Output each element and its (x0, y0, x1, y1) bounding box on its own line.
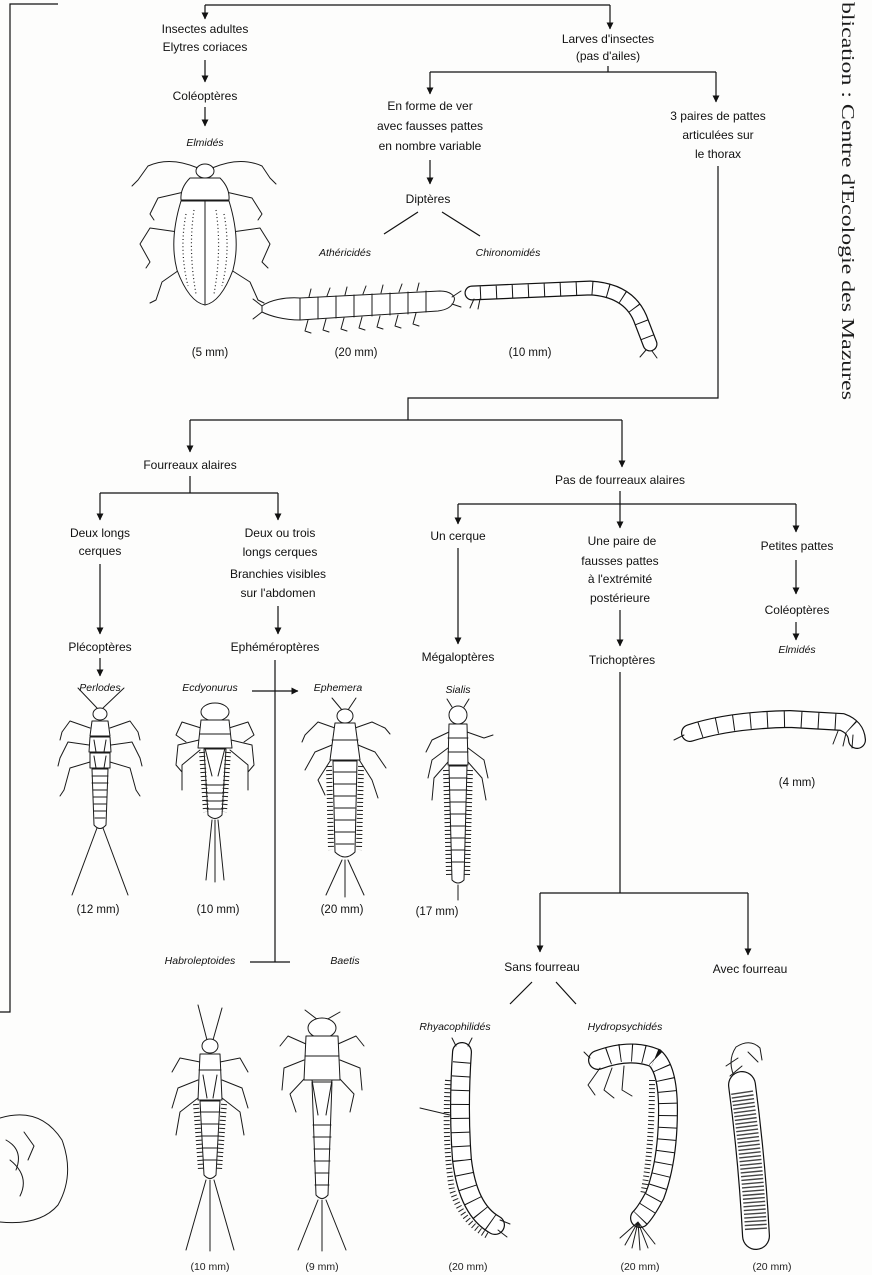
ephemera-nymph-drawing (302, 698, 390, 897)
chironomidae-label: Chironomidés (476, 247, 542, 259)
false-legs-criterion-line-4: postérieure (590, 591, 650, 605)
chironomidae-size-label: (10 mm) (509, 347, 552, 359)
sialis-label: Sialis (445, 684, 471, 696)
adults-size-label: (5 mm) (192, 347, 229, 359)
elmid-adult-drawing (132, 161, 276, 305)
hydropsychidae-label: Hydropsychidés (588, 1021, 663, 1033)
perlodes-label: Perlodes (79, 682, 121, 694)
one-cercus-label: Un cerque (430, 529, 486, 543)
rhyacophilidae-label: Rhyacophilidés (419, 1021, 491, 1033)
two-cerci-criterion-line-1: Deux longs (70, 526, 130, 540)
wing-pads-label: Fourreaux alaires (143, 458, 236, 472)
jointed-legs-criterion-line-2: articulées sur (682, 128, 753, 142)
two-three-cerci-criterion-line-3: Branchies visibles (230, 567, 326, 581)
worm-like-criterion-line-2: avec fausses pattes (377, 119, 483, 133)
cased-caddis-size-label: (20 mm) (752, 1261, 791, 1273)
elmid-larva-label: Elmidés (778, 644, 816, 656)
with-case-label: Avec fourreau (713, 962, 788, 976)
athericidae-label: Athéricidés (318, 247, 372, 259)
adults-order-label: Coléoptères (173, 89, 238, 103)
baetis-size-label: (9 mm) (305, 1261, 338, 1273)
jointed-legs-criterion-line-3: le thorax (695, 147, 741, 161)
cropped-figure-bottom-left (0, 1115, 68, 1223)
larvae-criterion-line-2: (pas d'ailes) (576, 49, 640, 63)
adults-family-label: Elmidés (186, 137, 224, 149)
jointed-legs-criterion-line-1: 3 paires de pattes (670, 109, 765, 123)
cased-caddis-drawing (726, 1043, 762, 1236)
sialis-larva-drawing (426, 699, 493, 900)
elmid-larva-size-label: (4 mm) (779, 777, 816, 789)
ephemeroptera-order-label: Ephéméroptères (231, 640, 320, 654)
small-legs-order-label: Coléoptères (765, 603, 830, 617)
false-legs-criterion-line-1: Une paire de (588, 534, 657, 548)
ephemera-size-label: (20 mm) (321, 904, 364, 916)
no-wing-pads-label: Pas de fourreaux alaires (555, 473, 685, 487)
false-legs-criterion-line-3: à l'extrémité (588, 572, 653, 586)
side-caption: blication : Centre d'Ecologie des Mazure… (838, 2, 858, 400)
habroleptoides-nymph-drawing (172, 1005, 248, 1251)
adults-criterion-line-2: Elytres coriaces (163, 40, 248, 54)
chironomidae-larva-drawing (470, 288, 657, 358)
megaloptera-order-label: Mégaloptères (422, 650, 495, 664)
baetis-nymph-drawing (280, 1010, 364, 1251)
ecdyonurus-size-label: (10 mm) (197, 904, 240, 916)
left-margin-line (0, 4, 58, 1012)
rhyacophilidae-size-label: (20 mm) (448, 1261, 487, 1273)
trichoptera-order-label: Trichoptères (589, 653, 655, 667)
rhyacophilidae-larva-drawing (420, 1038, 510, 1237)
false-legs-criterion-line-2: fausses pattes (581, 554, 658, 568)
plecoptera-order-label: Plécoptères (68, 640, 131, 654)
two-three-cerci-criterion-line-1: Deux ou trois (245, 526, 316, 540)
two-three-cerci-criterion-line-2: longs cerques (243, 545, 318, 559)
two-cerci-criterion-line-2: cerques (79, 544, 122, 558)
ephemera-label: Ephemera (314, 682, 363, 694)
ecdyonurus-nymph-drawing (176, 703, 254, 882)
without-case-label: Sans fourreau (504, 960, 579, 974)
baetis-label: Baetis (330, 955, 360, 967)
small-legs-label: Petites pattes (761, 539, 834, 553)
habroleptoides-label: Habroleptoides (165, 955, 236, 967)
worm-like-order-label: Diptères (406, 192, 451, 206)
adults-criterion-line-1: Insectes adultes (162, 22, 249, 36)
hydropsychidae-size-label: (20 mm) (620, 1261, 659, 1273)
two-three-cerci-criterion-line-4: sur l'abdomen (241, 586, 316, 600)
athericidae-larva-drawing (253, 283, 461, 333)
ecdyonurus-label: Ecdyonurus (182, 682, 238, 694)
hydropsychidae-larva-drawing (584, 1052, 668, 1250)
perlodes-size-label: (12 mm) (77, 904, 120, 916)
athericidae-size-label: (20 mm) (335, 347, 378, 359)
larvae-criterion-line-1: Larves d'insectes (562, 32, 654, 46)
worm-like-criterion-line-3: en nombre variable (379, 139, 482, 153)
elmid-larva-drawing (674, 719, 857, 748)
sialis-size-label: (17 mm) (416, 906, 459, 918)
habroleptoides-size-label: (10 mm) (190, 1261, 229, 1273)
worm-like-criterion-line-1: En forme de ver (387, 99, 472, 113)
perlodes-nymph-drawing (58, 688, 142, 895)
